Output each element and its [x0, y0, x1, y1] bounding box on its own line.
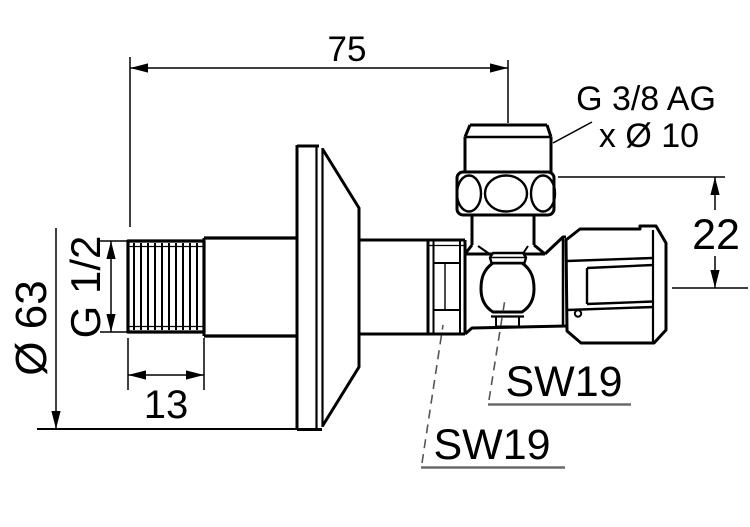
inlet-pipe: [202, 236, 297, 338]
dimension-22: 22: [558, 176, 748, 289]
dimension-g12: G 1/2: [62, 236, 130, 339]
arrow-down-icon: [51, 411, 61, 429]
knurled-ring: [455, 170, 557, 245]
outlet-thread-label-line2: x Ø 10: [599, 117, 699, 155]
spindle-barrel-sw19: [479, 251, 536, 328]
outlet-thread-label-line1: G 3/8 AG: [576, 80, 716, 118]
arrow-up-icon: [106, 241, 116, 259]
outlet-thread-callout: G 3/8 AG x Ø 10: [552, 80, 716, 155]
arrow-right-icon: [490, 63, 508, 73]
top-outlet-fitting-g38: [463, 123, 553, 172]
outlet-compression-nut: [564, 224, 668, 345]
arrow-right-icon: [186, 370, 204, 380]
flange-diameter-label: Ø 63: [7, 280, 56, 375]
callout-sw19-spindle: SW19: [488, 298, 631, 406]
body-hex-nut-sw19: [426, 240, 467, 334]
dim-75-label: 75: [328, 30, 367, 69]
wrench-spindle-label: SW19: [505, 358, 622, 406]
dimension-13: 13: [127, 338, 205, 427]
arrow-up-icon: [710, 177, 720, 195]
dimension-d63: Ø 63: [7, 228, 322, 430]
callout-sw19-body: SW19: [421, 324, 565, 469]
dim-13-label: 13: [144, 383, 189, 427]
wrench-body-label: SW19: [433, 421, 550, 469]
arrow-left-icon: [130, 63, 148, 73]
inlet-thread-label: G 1/2: [62, 236, 109, 339]
wall-flange: [295, 144, 361, 431]
dim-22-label: 22: [692, 211, 740, 259]
arrow-down-icon: [710, 270, 720, 288]
inlet-thread-g12: [126, 239, 206, 334]
arrow-down-icon: [106, 314, 116, 332]
center-body: [463, 235, 567, 336]
dimension-75: 75: [129, 30, 509, 227]
arrow-left-icon: [128, 370, 146, 380]
valve-body: [359, 238, 465, 336]
